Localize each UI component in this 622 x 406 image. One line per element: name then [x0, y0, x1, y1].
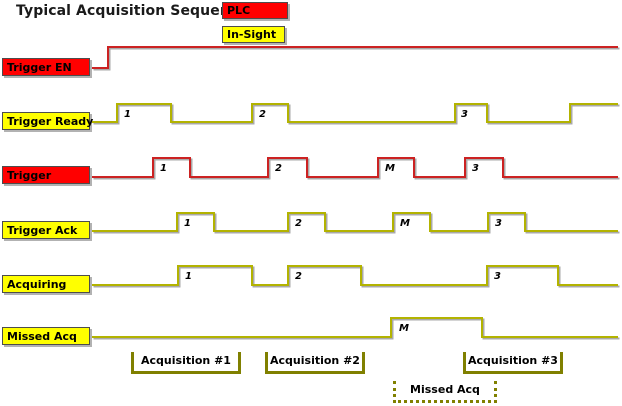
waveform-traces	[92, 46, 618, 338]
callout-label: Acquisition #1	[141, 354, 231, 367]
waveform-shadow-trigger-en	[93, 47, 620, 71]
pulse-label-trigger-ack-1: 1	[184, 218, 191, 229]
pulse-label-trigger-3: 3	[472, 163, 479, 174]
waveform-acquiring	[92, 265, 618, 286]
callout-acquisition-1: Acquisition #1	[131, 352, 241, 374]
signal-label-text: Trigger	[7, 168, 52, 182]
signal-label-trigger-ready: Trigger Ready	[2, 112, 94, 130]
callout-label: Acquisition #3	[468, 354, 558, 367]
signal-label-text: Trigger EN	[7, 60, 72, 74]
waveform-shadow-trigger-ready	[93, 104, 620, 125]
pulse-label-acquiring-3: 3	[494, 271, 501, 282]
pulse-label-trigger-ready-2: 2	[259, 109, 266, 120]
pulse-label-trigger-ready-3: 3	[461, 109, 468, 120]
callout-missed-acq: Missed Acq	[393, 381, 497, 403]
page-title: Typical Acquisition Sequence	[16, 3, 248, 19]
signal-label-text: Missed Acq	[7, 329, 77, 343]
pulse-label-trigger-1: 1	[160, 163, 167, 174]
signal-label-text: Trigger Ready	[7, 114, 94, 128]
pulse-label-trigger-ready-1: 1	[124, 109, 131, 120]
waveform-trigger-en	[92, 46, 618, 69]
pulse-label-trigger-2: 2	[275, 163, 282, 174]
callout-label: Missed Acq	[410, 383, 480, 396]
signal-label-trigger-en: Trigger EN	[2, 58, 90, 76]
waveform-shadows	[93, 47, 620, 340]
signal-label-trigger-ack: Trigger Ack	[2, 221, 90, 239]
pulse-label-acquiring-2: 2	[295, 271, 302, 282]
signal-label-acquiring: Acquiring	[2, 275, 90, 293]
pulse-label-trigger-ack-M: M	[400, 218, 410, 229]
callout-acquisition-2: Acquisition #2	[265, 352, 365, 374]
signal-label-missed-acq: Missed Acq	[2, 327, 90, 345]
pulse-label-missed-acq-M: M	[399, 323, 409, 334]
signal-label-text: Acquiring	[7, 277, 67, 291]
waveform-shadow-acquiring	[93, 266, 620, 288]
pulse-label-trigger-M: M	[385, 163, 395, 174]
pulse-label-trigger-ack-3: 3	[495, 218, 502, 229]
legend-item-in-sight: In-Sight	[222, 26, 285, 43]
waveform-shadow-trigger	[93, 158, 620, 180]
legend-label-in-sight: In-Sight	[227, 28, 277, 41]
pulse-label-acquiring-1: 1	[185, 271, 192, 282]
callout-acquisition-3: Acquisition #3	[463, 352, 563, 374]
waveform-shadow-trigger-ack	[93, 213, 620, 234]
legend-item-plc: PLC	[222, 2, 288, 19]
signal-label-text: Trigger Ack	[7, 223, 78, 237]
waveform-trigger-ready	[92, 103, 618, 123]
callout-label: Acquisition #2	[270, 354, 360, 367]
signal-label-trigger: Trigger	[2, 166, 90, 184]
waveform-missed-acq	[92, 317, 618, 338]
legend-label-plc: PLC	[227, 4, 251, 17]
waveform-trigger-ack	[92, 212, 618, 232]
waveform-shadow-missed-acq	[93, 318, 620, 340]
pulse-label-trigger-ack-2: 2	[295, 218, 302, 229]
waveform-trigger	[92, 157, 618, 178]
